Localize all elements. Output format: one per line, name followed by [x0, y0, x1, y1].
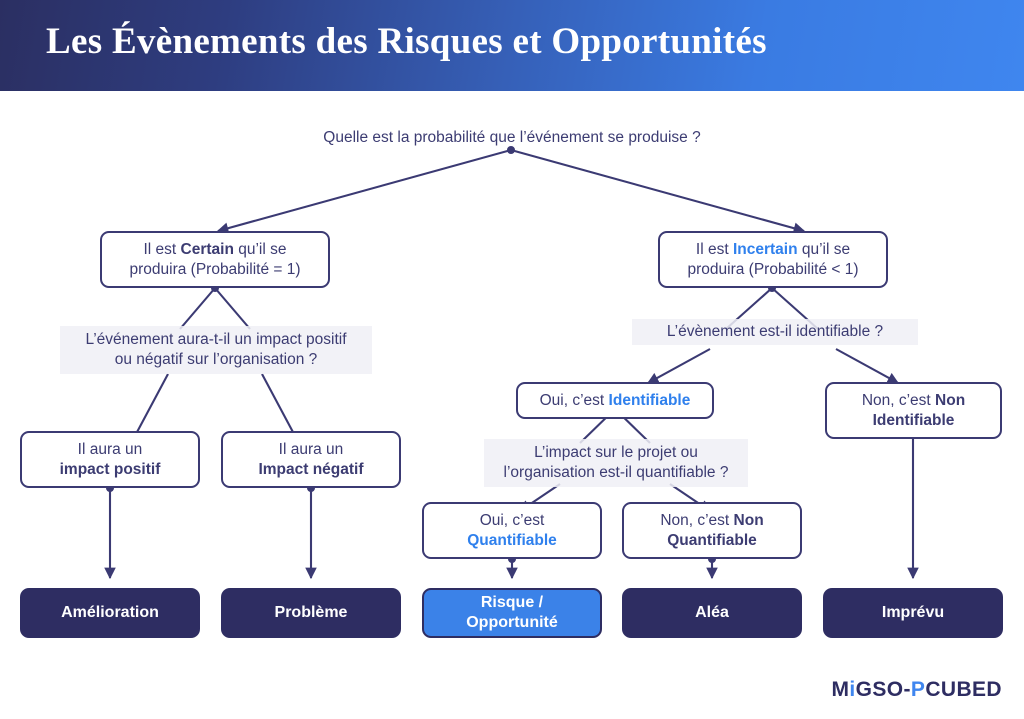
non-quantifiable-emphasis-1: Non [733, 511, 764, 529]
logo-part-p: P [910, 678, 926, 701]
result-risque-opportunite: Risque / Opportunité [422, 588, 602, 638]
quantifiable-line1: Oui, c’est [479, 511, 545, 529]
identifiable-text: Oui, c’est Identifiable [539, 391, 691, 409]
risque-opportunite-line1: Risque / [480, 593, 544, 611]
logo-part-1: M [831, 678, 850, 701]
logo-part-2: GSO- [855, 678, 911, 701]
page-header: Les Évènements des Risques et Opportunit… [0, 0, 1024, 91]
logo-part-3: CUBED [925, 678, 1002, 701]
non-identifiable-emphasis-1: Non [935, 391, 966, 409]
impact-question-line2: ou négatif sur l’organisation ? [114, 351, 318, 368]
node-impact-positif: Il aura un impact positif [20, 431, 200, 488]
non-quantifiable-line2: Quantifiable [667, 531, 757, 549]
result-imprevu: Imprévu [823, 588, 1003, 638]
impact-positif-line1: Il aura un [77, 440, 143, 458]
node-incertain: Il est Incertain qu’il se produira (Prob… [658, 231, 888, 288]
node-certain-line1: Il est Certain qu’il se [143, 240, 287, 258]
result-amelioration: Amélioration [20, 588, 200, 638]
node-identifiable: Oui, c’est Identifiable [516, 382, 714, 419]
impact-negatif-line1: Il aura un [278, 440, 344, 458]
result-alea: Aléa [622, 588, 802, 638]
risque-opportunite-line2: Opportunité [466, 614, 558, 631]
quantifiable-emphasis: Quantifiable [467, 531, 557, 549]
page-title: Les Évènements des Risques et Opportunit… [46, 21, 767, 62]
node-certain: Il est Certain qu’il se produira (Probab… [100, 231, 330, 288]
identifiable-question: L’évènement est-il identifiable ? [632, 319, 918, 345]
quantifiable-question: L’impact sur le projet ou l’organisation… [484, 439, 748, 487]
non-quantifiable-line1: Non, c’est Non [660, 511, 764, 529]
brand-logo: MiGSO-PCUBED [831, 678, 1002, 702]
certain-emphasis: Certain [180, 240, 234, 258]
node-certain-line2: produira (Probabilité = 1) [129, 260, 301, 278]
node-quantifiable: Oui, c’est Quantifiable [422, 502, 602, 559]
node-incertain-line1: Il est Incertain qu’il se [695, 240, 851, 258]
result-probleme: Problème [221, 588, 401, 638]
non-identifiable-line2: Identifiable [872, 411, 955, 429]
impact-negatif-line2: Impact négatif [258, 460, 364, 478]
node-incertain-line2: produira (Probabilité < 1) [687, 260, 859, 278]
decision-tree-diagram: Quelle est la probabilité que l’événemen… [0, 91, 1024, 719]
incertain-emphasis: Incertain [732, 240, 798, 258]
impact-question-line1: L’événement aura-t-il un impact positif [85, 331, 347, 349]
non-identifiable-line1: Non, c’est Non [861, 391, 966, 409]
node-non-quantifiable: Non, c’est Non Quantifiable [622, 502, 802, 559]
root-question: Quelle est la probabilité que l’événemen… [323, 129, 701, 147]
quantifiable-question-line1: L’impact sur le projet ou [534, 444, 698, 462]
node-non-identifiable: Non, c’est Non Identifiable [825, 382, 1002, 439]
node-impact-negatif: Il aura un Impact négatif [221, 431, 401, 488]
logo-part-i: i [849, 678, 856, 701]
impact-positif-line2: impact positif [59, 460, 161, 478]
quantifiable-question-line2: l’organisation est-il quantifiable ? [503, 464, 729, 481]
impact-question: L’événement aura-t-il un impact positif … [60, 326, 372, 374]
identifiable-emphasis: Identifiable [608, 391, 691, 409]
